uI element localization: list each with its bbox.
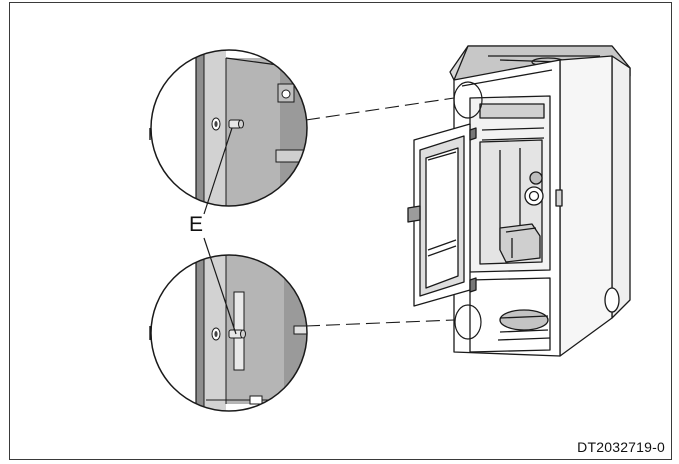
stove-body: [449, 45, 631, 357]
hinge-target-marks: [453, 81, 483, 340]
callout-pointers: [203, 127, 237, 335]
diagram-frame: [9, 2, 672, 460]
document-code: DT2032719-0: [577, 439, 665, 455]
leader-lines: [305, 97, 455, 327]
callout-label-e: E: [189, 213, 204, 236]
zoom-detail-bottom: [149, 254, 308, 412]
pointer-top: [203, 127, 233, 215]
zoom-detail-top: [149, 49, 308, 207]
stove-door: [407, 123, 477, 307]
pointer-bottom: [203, 237, 237, 335]
